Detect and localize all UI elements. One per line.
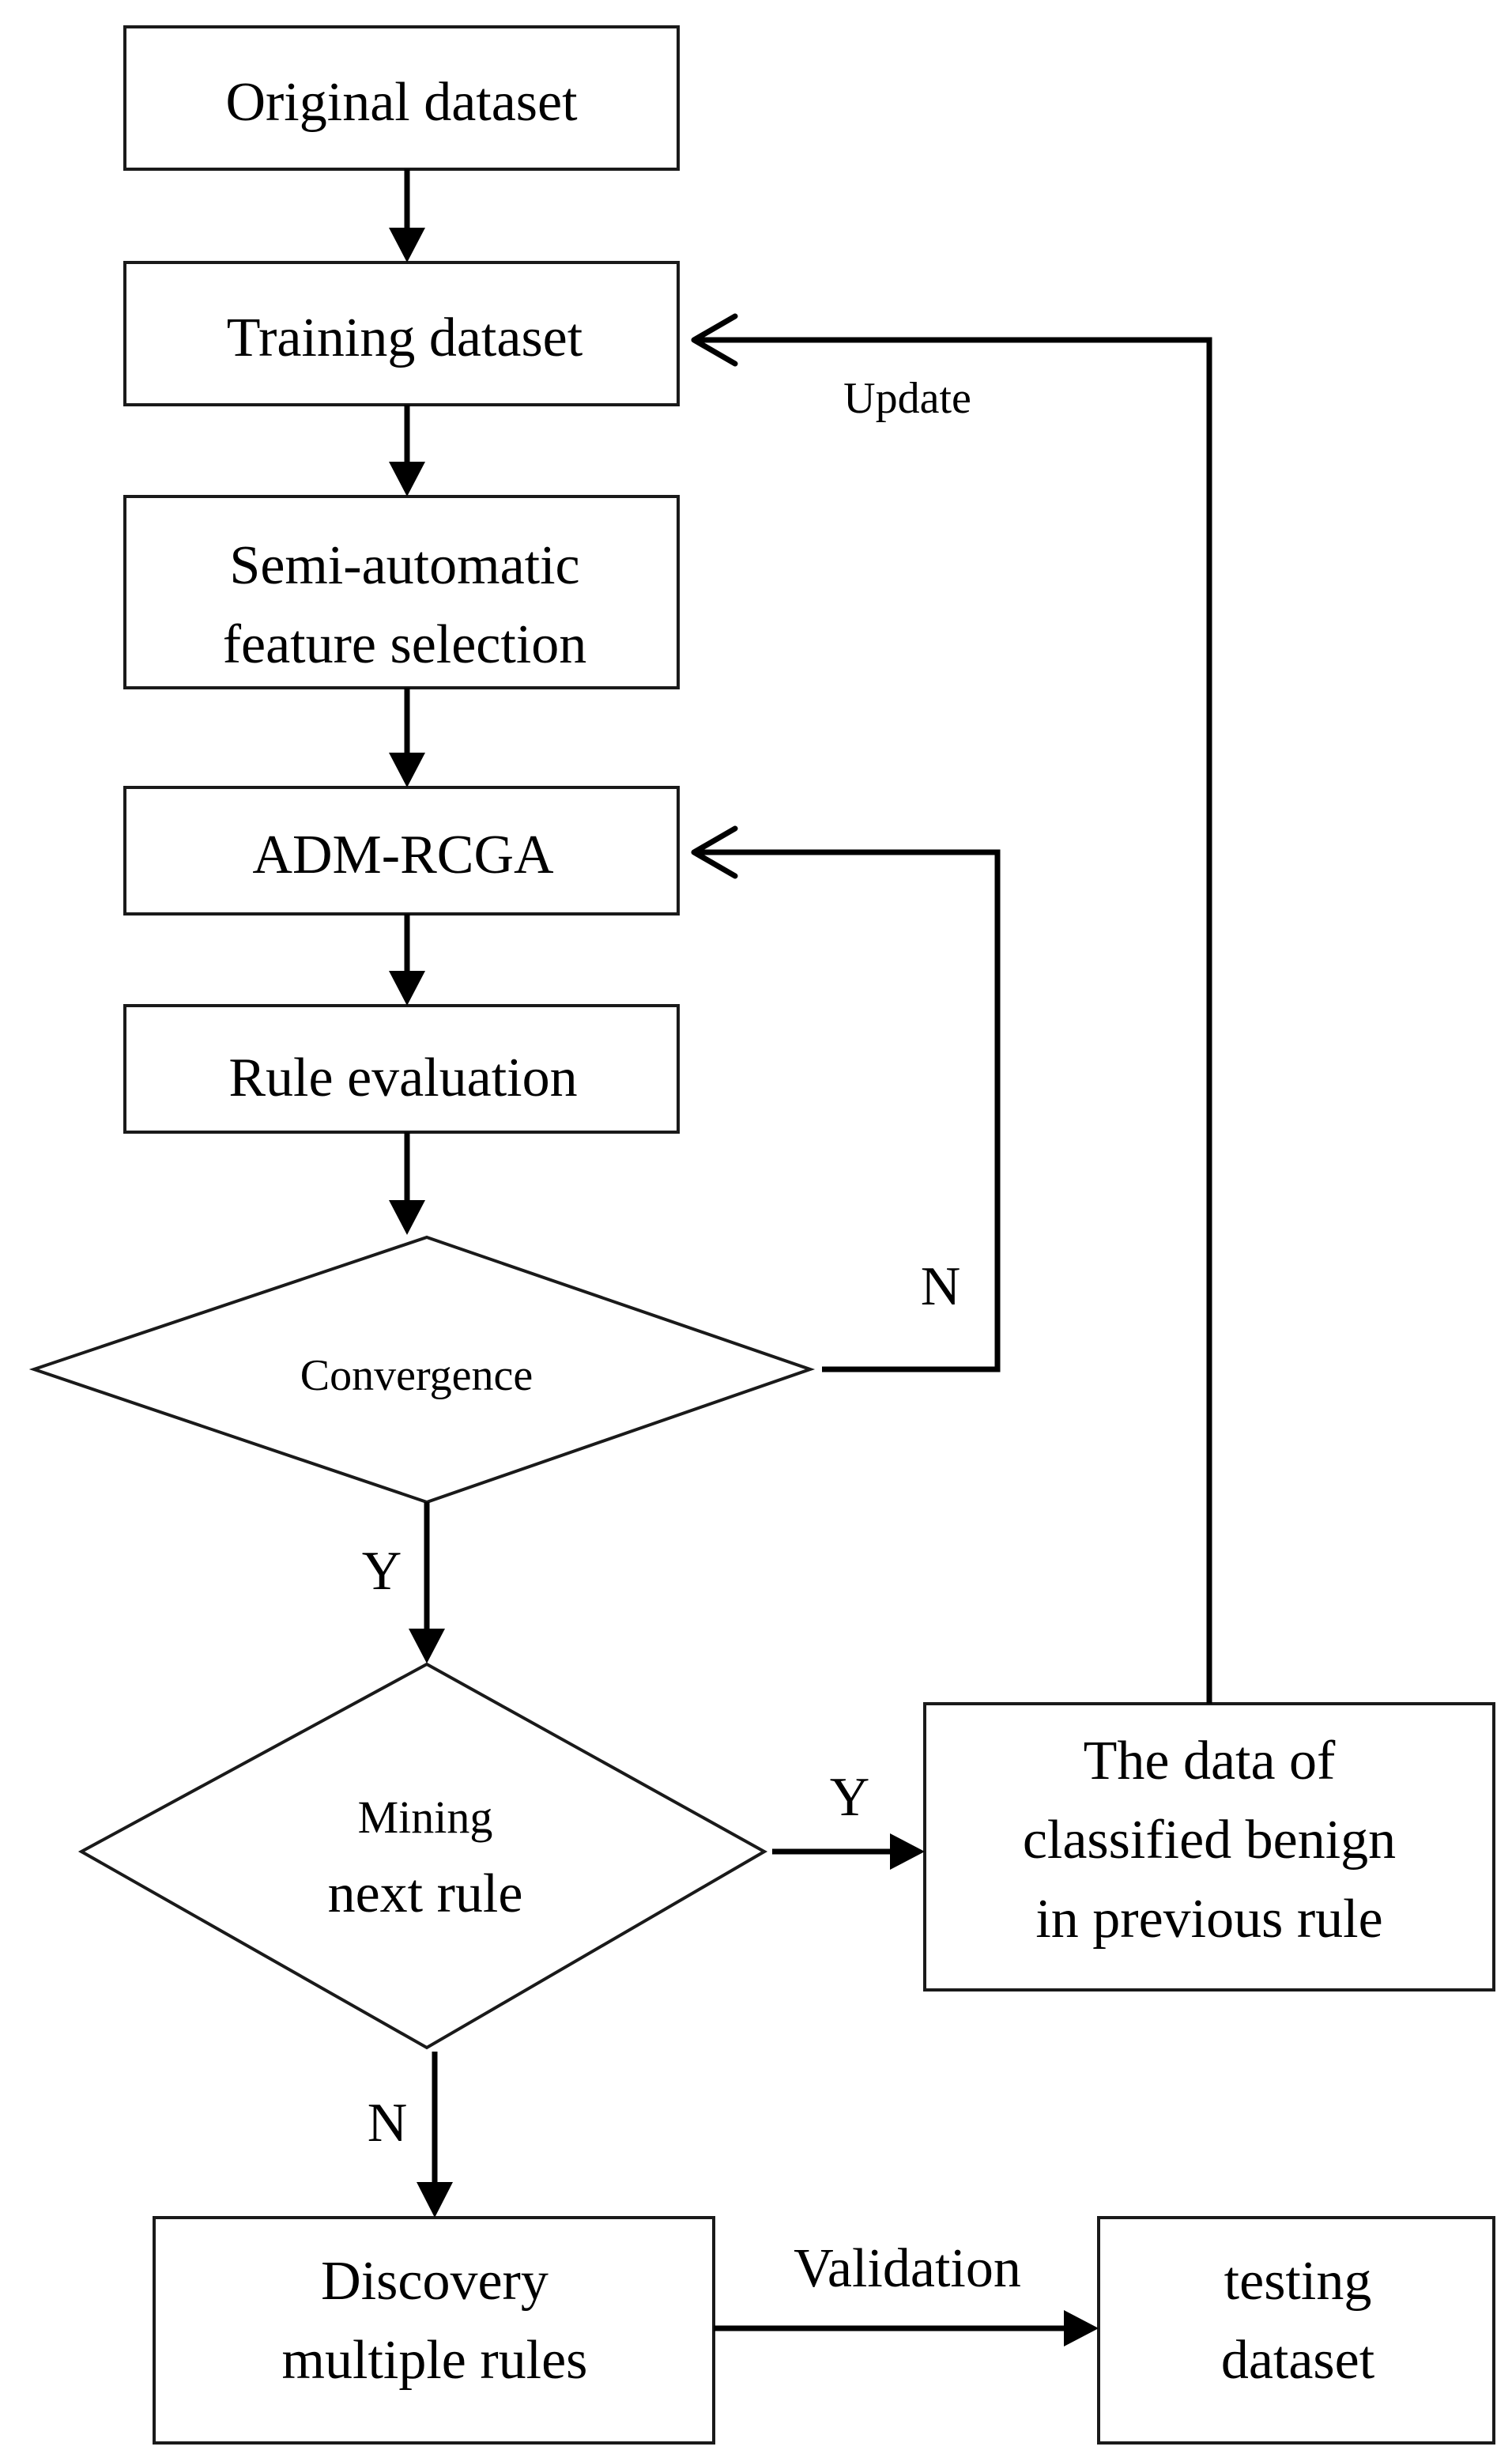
label-feature-selection-line2: feature selection [223, 614, 587, 675]
edge-benign-data-to-training [696, 337, 1212, 1704]
arrowhead-original-to-training [389, 228, 425, 262]
label-benign-data-line1: The data of [1084, 1731, 1336, 1791]
label-discovery-line2: multiple rules [282, 2330, 588, 2391]
label-testing-line2: dataset [1221, 2330, 1375, 2391]
arrowhead-adm-rcga-to-rule-evaluation [389, 971, 425, 1006]
node-mining-next-rule-decision [77, 1662, 768, 2050]
edge-label-convergence-yes: Y [362, 1541, 402, 1602]
label-original-dataset: Original dataset [225, 72, 578, 133]
edge-label-update: Update [843, 374, 971, 423]
node-rule-evaluation [123, 1004, 680, 1134]
arrowhead-training-to-feature-selection [389, 462, 425, 496]
label-rule-evaluation: Rule evaluation [228, 1048, 577, 1108]
label-benign-data-line2: classified benign [1023, 1810, 1396, 1871]
edge-label-mining-yes: Y [830, 1767, 870, 1828]
arrowhead-mining-yes-to-benign-data [890, 1833, 925, 1870]
arrowhead-mining-no-to-discovery [417, 2182, 453, 2218]
label-discovery-line1: Discovery [321, 2251, 549, 2312]
arrowhead-feature-selection-to-adm-rcga [389, 753, 425, 787]
label-adm-rcga: ADM-RCGA [252, 825, 554, 885]
label-testing-line1: testing [1224, 2251, 1372, 2312]
node-feature-selection [123, 495, 680, 689]
node-benign-data [923, 1702, 1495, 1992]
label-benign-data-line3: in previous rule [1035, 1889, 1382, 1950]
arrowhead-rule-evaluation-to-convergence [389, 1200, 425, 1235]
label-convergence: Convergence [300, 1351, 533, 1400]
node-adm-rcga [123, 786, 680, 916]
node-discovery-rules [153, 2216, 715, 2445]
arrowhead-convergence-no-to-adm-rcga [691, 825, 738, 879]
arrowhead-discovery-to-testing [1064, 2310, 1099, 2346]
arrowhead-benign-data-to-training [691, 313, 738, 367]
arrowhead-convergence-yes-to-mining [409, 1629, 445, 1663]
label-training-dataset: Training dataset [227, 308, 583, 368]
label-mining-line1: Mining [358, 1791, 493, 1843]
edge-label-mining-no: N [368, 2093, 408, 2154]
edge-label-validation: Validation [794, 2238, 1021, 2299]
label-mining-line2: next rule [328, 1863, 523, 1924]
node-original-dataset [123, 25, 680, 171]
edge-label-convergence-no: N [921, 1256, 961, 1317]
label-feature-selection-line1: Semi-automatic [229, 535, 579, 596]
node-testing-dataset [1097, 2216, 1495, 2445]
edge-convergence-no-to-adm-rcga [696, 849, 1001, 1372]
node-training-dataset [123, 261, 680, 406]
